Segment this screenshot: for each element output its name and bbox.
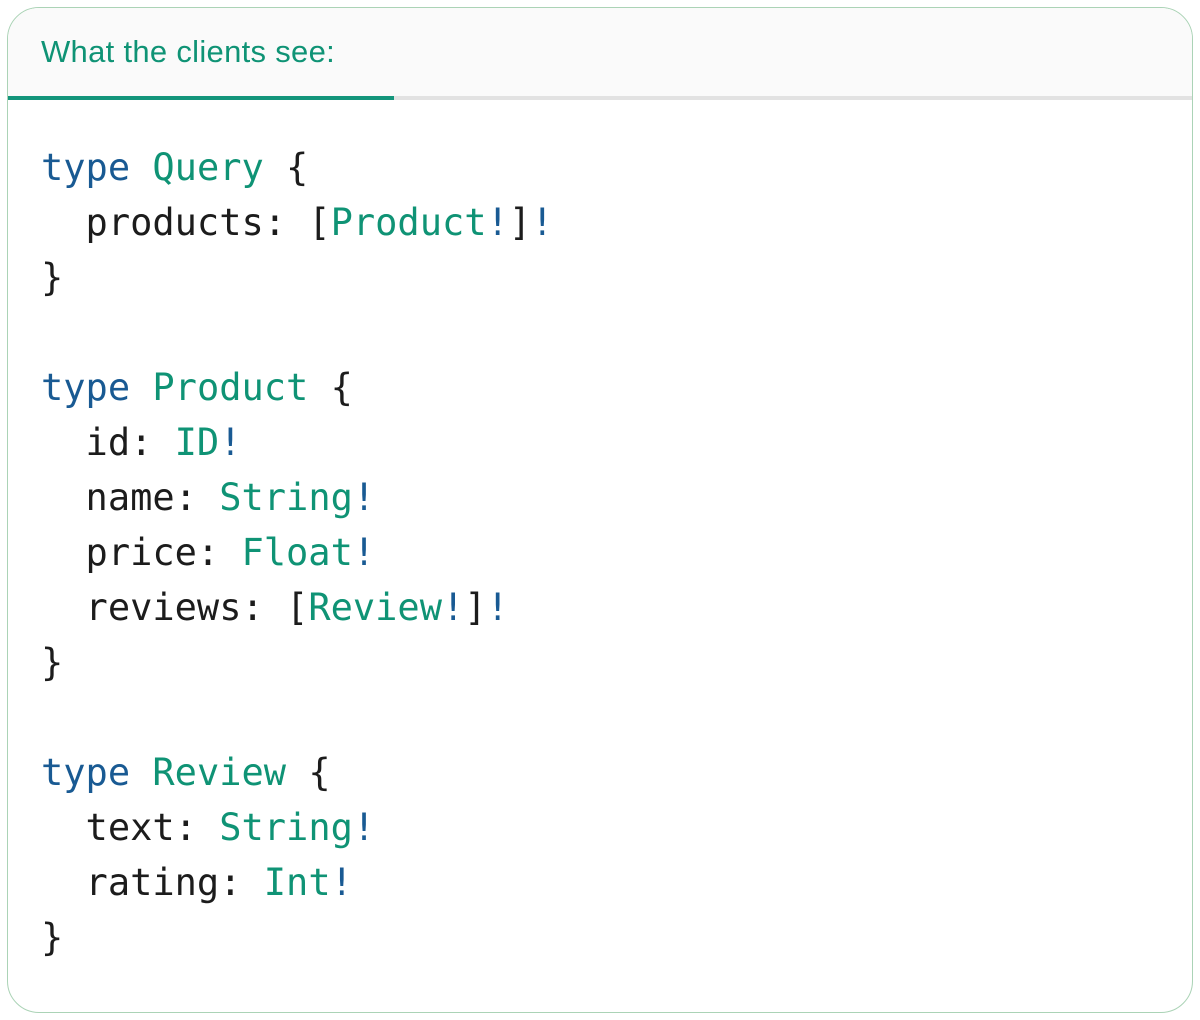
code-token-bang: ! [441, 586, 465, 629]
code-token-bang: ! [486, 201, 509, 244]
code-token-plain: rating: [41, 861, 264, 904]
code-token-plain [130, 146, 152, 189]
code-line [41, 305, 1192, 360]
code-token-plain [130, 366, 152, 409]
code-token-bang: ! [486, 586, 509, 629]
code-token-typename: Product [330, 201, 487, 244]
code-line: reviews: [Review!]! [41, 580, 1192, 635]
code-line [41, 690, 1192, 745]
code-token-plain: { [308, 366, 353, 409]
code-token-plain: products: [ [41, 201, 331, 244]
code-token-typename: String [219, 806, 353, 849]
code-token-plain: id: [41, 421, 175, 464]
code-token-plain: { [286, 751, 331, 794]
code-token-typename: Query [152, 146, 264, 189]
code-token-keyword: type [41, 146, 131, 189]
code-token-typename: Int [263, 861, 331, 904]
code-token-plain: reviews: [ [41, 586, 309, 629]
code-line: } [41, 635, 1192, 690]
code-line: type Review { [41, 745, 1192, 800]
code-token-plain: text: [41, 806, 220, 849]
code-token-bang: ! [330, 861, 353, 904]
code-token-plain: ] [464, 586, 487, 629]
code-token-keyword: type [41, 751, 131, 794]
code-token-keyword: type [41, 366, 131, 409]
code-token-bang: ! [352, 531, 376, 574]
code-token-plain: price: [41, 531, 242, 574]
code-line: name: String! [41, 470, 1192, 525]
code-token-plain: } [41, 916, 64, 959]
schema-card: What the clients see: type Query { produ… [7, 7, 1193, 1013]
code-line: } [41, 910, 1192, 965]
code-token-bang: ! [352, 476, 376, 519]
code-token-plain [130, 751, 152, 794]
code-token-plain: name: [41, 476, 220, 519]
code-token-bang: ! [352, 806, 376, 849]
code-token-plain: ] [508, 201, 532, 244]
code-token-typename: Product [152, 366, 309, 409]
code-block: type Query { products: [Product!]!}type … [8, 100, 1192, 965]
tab-label: What the clients see: [41, 34, 336, 69]
code-token-typename: ID [174, 421, 220, 464]
code-token-typename: String [219, 476, 353, 519]
code-token-bang: ! [531, 201, 554, 244]
tab-bar: What the clients see: [8, 8, 1192, 100]
code-line: text: String! [41, 800, 1192, 855]
active-tab-indicator [8, 96, 394, 100]
code-line: rating: Int! [41, 855, 1192, 910]
code-line: id: ID! [41, 415, 1192, 470]
code-token-plain: } [41, 256, 64, 299]
code-line: type Query { [41, 140, 1192, 195]
code-line: products: [Product!]! [41, 195, 1192, 250]
code-line: } [41, 250, 1192, 305]
code-token-typename: Review [308, 586, 442, 629]
code-line: price: Float! [41, 525, 1192, 580]
tab-what-clients-see[interactable]: What the clients see: [8, 8, 394, 100]
code-line: type Product { [41, 360, 1192, 415]
code-token-typename: Float [241, 531, 353, 574]
code-token-plain: { [263, 146, 309, 189]
code-token-plain: } [41, 641, 64, 684]
code-token-bang: ! [219, 421, 242, 464]
code-token-typename: Review [152, 751, 287, 794]
